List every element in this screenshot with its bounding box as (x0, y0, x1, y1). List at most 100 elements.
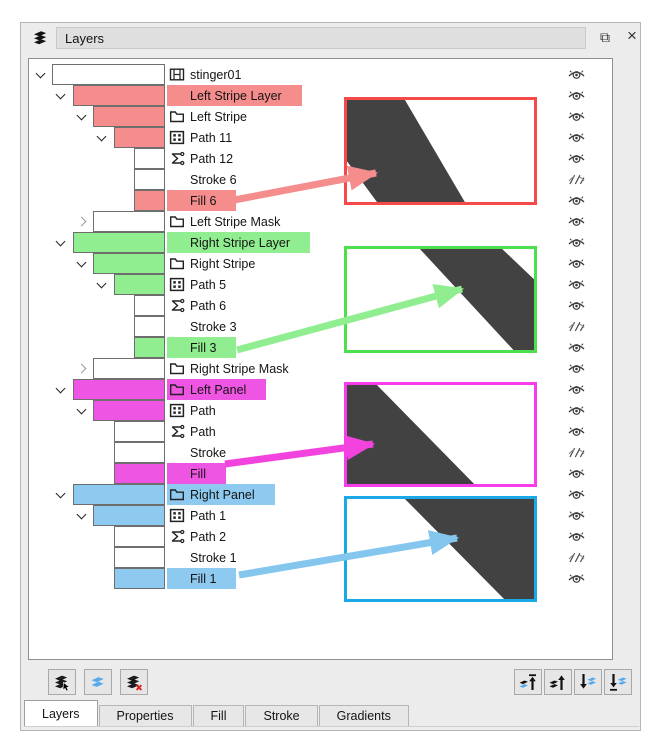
lower-layer-to-bottom-button[interactable] (604, 669, 632, 695)
collapse-chevron-icon[interactable] (55, 488, 66, 499)
layer-label-block[interactable]: Path 1 (167, 505, 228, 526)
layer-color-swatch[interactable] (113, 421, 165, 442)
layer-row[interactable]: Right Stripe (29, 253, 612, 274)
layer-row[interactable]: Left Stripe Mask (29, 211, 612, 232)
visibility-hidden-icon[interactable] (567, 173, 586, 186)
tab-stroke[interactable]: Stroke (245, 705, 318, 726)
layer-color-swatch[interactable] (134, 190, 165, 211)
layer-color-swatch[interactable] (72, 232, 165, 253)
tab-properties[interactable]: Properties (98, 705, 192, 726)
layer-row[interactable]: Left Stripe (29, 106, 612, 127)
layer-color-swatch[interactable] (113, 547, 165, 568)
layer-row[interactable]: Fill 3 (29, 337, 612, 358)
layer-row[interactable]: Path 12 (29, 148, 612, 169)
layer-color-swatch[interactable] (93, 505, 165, 526)
visibility-hidden-icon[interactable] (567, 446, 586, 459)
tab-layers[interactable]: Layers (24, 700, 98, 726)
layer-label-block[interactable]: Fill 3 (167, 337, 237, 358)
layer-label-block[interactable]: Stroke 1 (167, 547, 239, 568)
tab-gradients[interactable]: Gradients (318, 705, 409, 726)
layer-label-block[interactable]: Path 6 (167, 295, 228, 316)
layer-color-swatch[interactable] (113, 127, 165, 148)
layer-label-block[interactable]: Right Stripe Mask (167, 358, 291, 379)
visibility-eye-icon[interactable] (567, 257, 586, 270)
layer-row[interactable]: Fill 6 (29, 190, 612, 211)
layer-row[interactable]: Stroke 3 (29, 316, 612, 337)
collapse-chevron-icon[interactable] (55, 383, 66, 394)
collapse-chevron-icon[interactable] (96, 131, 107, 142)
visibility-eye-icon[interactable] (567, 467, 586, 480)
visibility-eye-icon[interactable] (567, 509, 586, 522)
visibility-eye-icon[interactable] (567, 89, 586, 102)
layer-color-swatch[interactable] (72, 379, 165, 400)
collapse-chevron-icon[interactable] (76, 257, 86, 268)
visibility-eye-icon[interactable] (567, 530, 586, 543)
visibility-eye-icon[interactable] (567, 299, 586, 312)
layer-row[interactable]: Left Stripe Layer (29, 85, 612, 106)
collapse-chevron-icon[interactable] (55, 236, 66, 247)
visibility-eye-icon[interactable] (567, 215, 586, 228)
layer-color-swatch[interactable] (72, 484, 165, 505)
layer-color-swatch[interactable] (113, 463, 165, 484)
layer-label-block[interactable]: stinger01 (167, 64, 243, 85)
layer-color-swatch[interactable] (113, 526, 165, 547)
layer-color-swatch[interactable] (93, 211, 165, 232)
collapse-chevron-icon[interactable] (35, 68, 45, 79)
visibility-eye-icon[interactable] (567, 488, 586, 501)
panel-title-strip[interactable]: Layers (56, 27, 586, 49)
visibility-eye-icon[interactable] (567, 152, 586, 165)
add-layer-button[interactable] (48, 669, 76, 695)
collapse-chevron-icon[interactable] (76, 404, 86, 415)
layer-label-block[interactable]: Right Stripe (167, 253, 257, 274)
expand-chevron-icon[interactable] (76, 363, 86, 374)
layers-stack-button[interactable] (84, 669, 112, 695)
layer-color-swatch[interactable] (134, 295, 165, 316)
layer-color-swatch[interactable] (113, 568, 165, 589)
visibility-eye-icon[interactable] (567, 404, 586, 417)
layer-label-block[interactable]: Stroke (167, 442, 228, 463)
collapse-chevron-icon[interactable] (55, 89, 66, 100)
layer-label-block[interactable]: Path (167, 400, 218, 421)
layer-row[interactable]: Fill 1 (29, 568, 612, 589)
visibility-eye-icon[interactable] (567, 68, 586, 81)
layer-label-block[interactable]: Stroke 3 (167, 316, 239, 337)
layer-row[interactable]: Path (29, 400, 612, 421)
layer-label-block[interactable]: Left Panel (167, 379, 267, 400)
layer-color-swatch[interactable] (113, 442, 165, 463)
visibility-eye-icon[interactable] (567, 383, 586, 396)
layer-label-block[interactable]: Path 12 (167, 148, 235, 169)
layer-color-swatch[interactable] (72, 85, 165, 106)
raise-layer-to-top-button[interactable] (514, 669, 542, 695)
delete-layer-button[interactable] (120, 669, 148, 695)
visibility-eye-icon[interactable] (567, 131, 586, 144)
visibility-eye-icon[interactable] (567, 362, 586, 375)
collapse-chevron-icon[interactable] (76, 509, 86, 520)
layer-row[interactable]: stinger01 (29, 64, 612, 85)
layer-row[interactable]: Right Stripe Mask (29, 358, 612, 379)
visibility-eye-icon[interactable] (567, 236, 586, 249)
layer-label-block[interactable]: Fill (167, 463, 226, 484)
panel-titlebar[interactable]: Layers ⧉ × (21, 23, 640, 54)
layer-row[interactable]: Right Stripe Layer (29, 232, 612, 253)
layer-label-block[interactable]: Fill 1 (167, 568, 237, 589)
layer-label-block[interactable]: Stroke 6 (167, 169, 239, 190)
lower-layer-button[interactable] (574, 669, 602, 695)
raise-layer-button[interactable] (544, 669, 572, 695)
tab-fill[interactable]: Fill (192, 705, 245, 726)
layer-row[interactable]: Left Panel (29, 379, 612, 400)
layer-row[interactable]: Path 5 (29, 274, 612, 295)
layer-label-block[interactable]: Right Panel (167, 484, 275, 505)
layer-row[interactable]: Path 11 (29, 127, 612, 148)
layer-color-swatch[interactable] (134, 169, 165, 190)
visibility-eye-icon[interactable] (567, 278, 586, 291)
layer-row[interactable]: Fill (29, 463, 612, 484)
layer-label-block[interactable]: Left Stripe Mask (167, 211, 282, 232)
layer-color-swatch[interactable] (134, 316, 165, 337)
visibility-hidden-icon[interactable] (567, 320, 586, 333)
layer-color-swatch[interactable] (134, 337, 165, 358)
visibility-eye-icon[interactable] (567, 110, 586, 123)
visibility-eye-icon[interactable] (567, 194, 586, 207)
layer-color-swatch[interactable] (93, 106, 165, 127)
layer-row[interactable]: Path 1 (29, 505, 612, 526)
layer-color-swatch[interactable] (134, 148, 165, 169)
